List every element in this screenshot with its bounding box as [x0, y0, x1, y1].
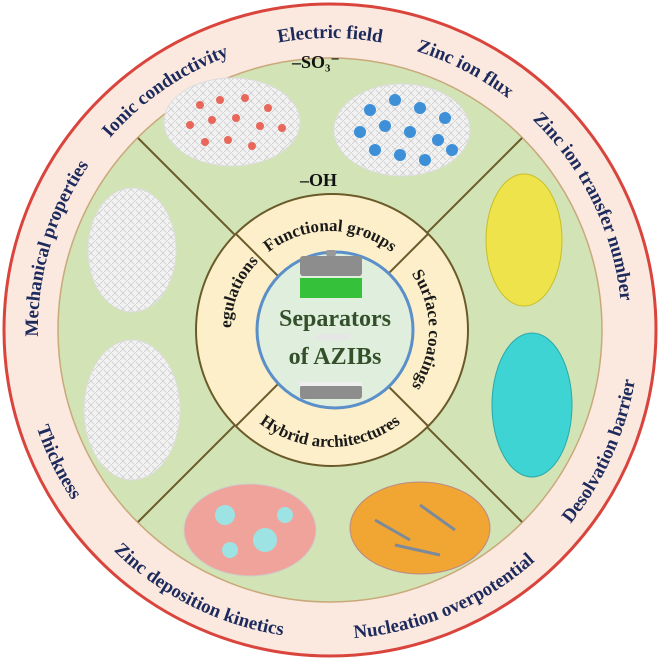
hybrid-pink-image [183, 483, 317, 577]
functional-group-so3-image [333, 83, 471, 177]
hybrid-orange-image [349, 481, 491, 575]
material-images [83, 77, 573, 577]
surface-coating-cyan-image [491, 332, 573, 478]
surface-coating-yellow-image [485, 173, 563, 307]
sulfonate-label: –SO₃⁻ [291, 52, 340, 72]
center-title-line2: of AZIBs [289, 344, 382, 370]
battery-icon [300, 250, 362, 399]
porous-membrane-image-2 [83, 339, 181, 481]
center-title-line1: Separators [279, 306, 391, 332]
hydroxyl-label: –OH [299, 170, 337, 190]
porous-membrane-image-1 [87, 187, 177, 313]
functional-group-oh-image [163, 77, 301, 167]
